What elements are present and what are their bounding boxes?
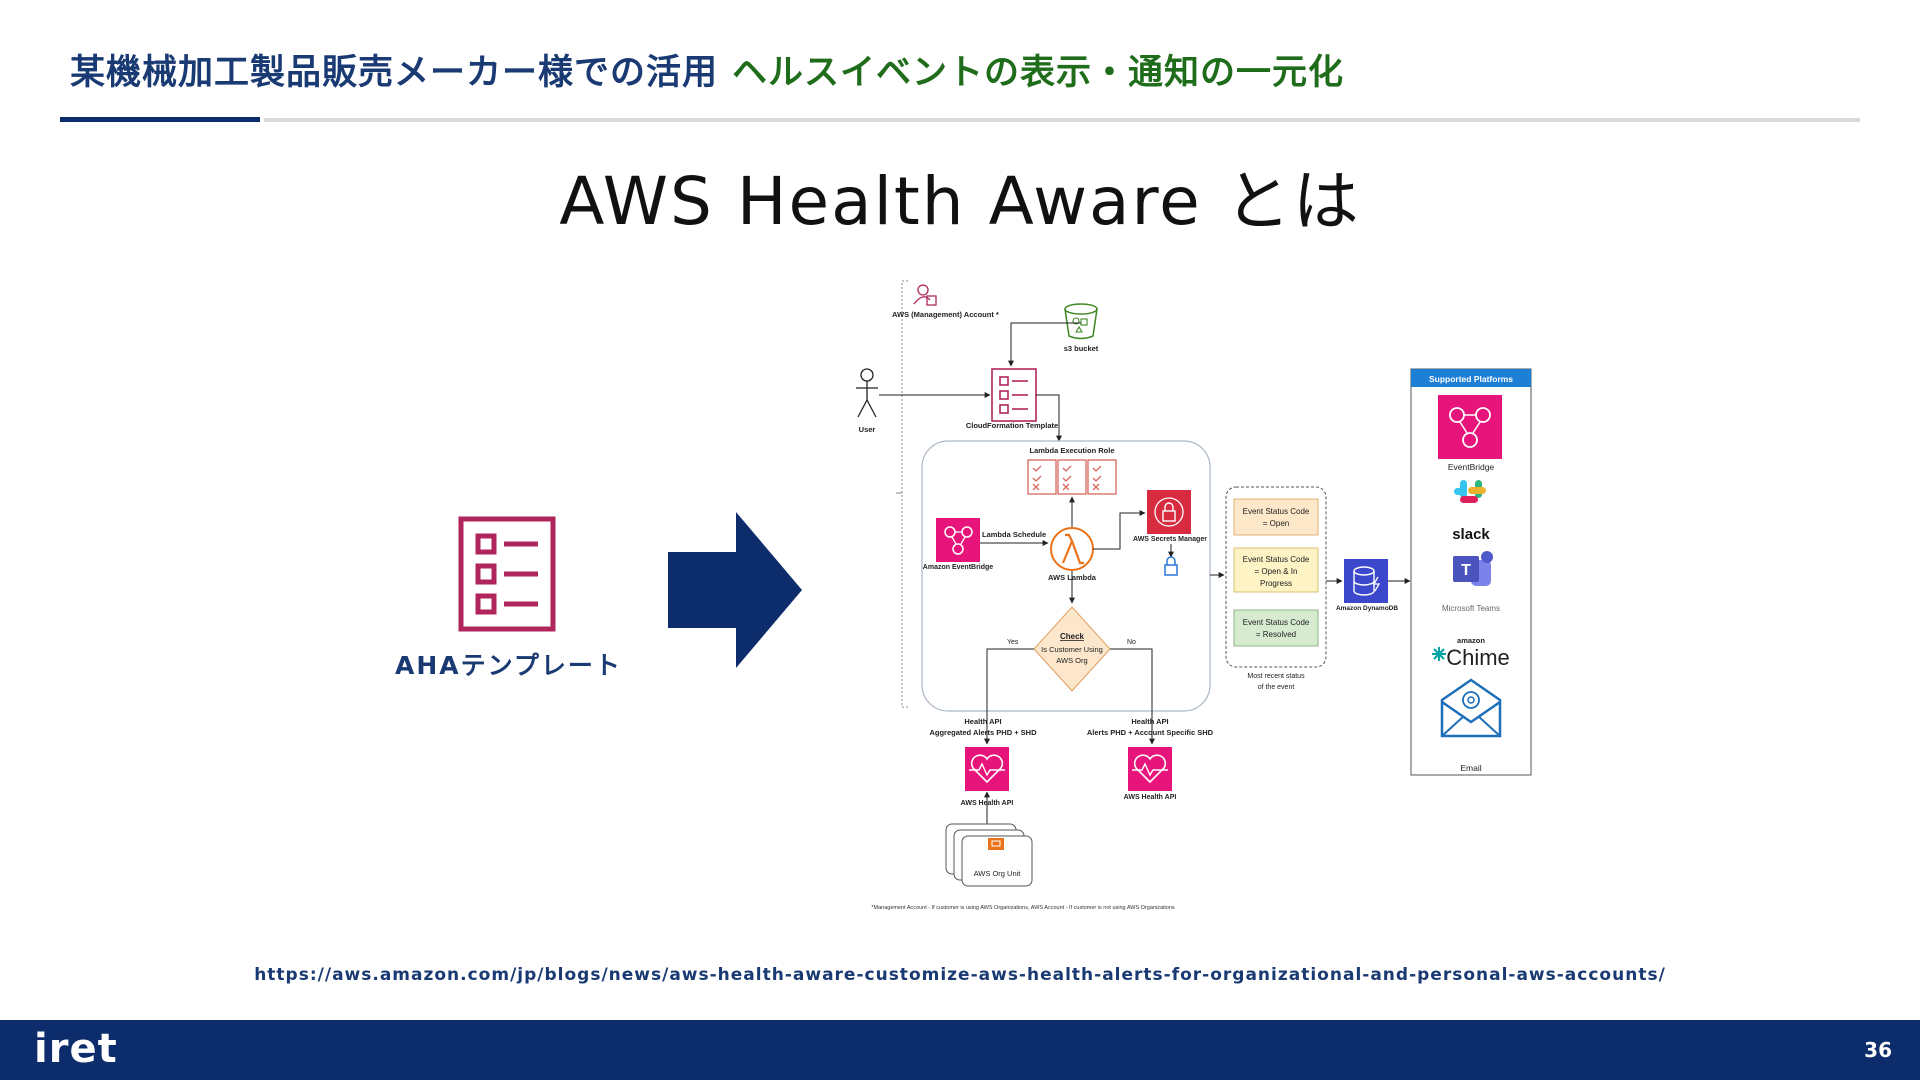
header-title: 某機械加工製品販売メーカー様での活用ヘルスイベントの表示・通知の一元化 (70, 44, 1344, 95)
eventbridge-icon (936, 518, 980, 562)
right-arrow-icon (668, 512, 802, 668)
execution-role-icon (1027, 459, 1117, 495)
health-api-right-2: Alerts PHD + Account Specific SHD (1087, 728, 1214, 737)
no-label: No (1127, 639, 1136, 646)
user-icon (856, 368, 878, 418)
health-api-icon (965, 747, 1009, 791)
platform-email: Email (1460, 763, 1481, 773)
email-icon (1440, 678, 1502, 738)
cloudformation-icon (991, 368, 1037, 422)
dynamodb-icon (1344, 559, 1388, 603)
secrets-label: AWS Secrets Manager (1133, 536, 1207, 543)
eventbridge-label: Amazon EventBridge (923, 564, 994, 571)
teams-icon: T (1453, 551, 1493, 586)
architecture-diagram: AWS (Management) Account * s3 bucket Use… (856, 280, 1532, 911)
platform-teams: Microsoft Teams (1442, 604, 1500, 613)
eventbridge-platform-icon (1438, 395, 1502, 459)
s3-label: s3 bucket (1064, 344, 1099, 353)
svg-text:Event Status Code: Event Status Code (1243, 618, 1310, 627)
svg-text:T: T (1461, 562, 1471, 579)
event-status-group (1225, 486, 1327, 668)
footnote: *Management Account - If customer is usi… (871, 905, 1174, 911)
lambda-schedule-label: Lambda Schedule (982, 530, 1046, 539)
secrets-manager-icon (1147, 490, 1191, 534)
s3-bucket-icon (1064, 303, 1098, 340)
cfn-label: CloudFormation Template (966, 421, 1058, 430)
account-label: AWS (Management) Account * (892, 310, 999, 319)
health-api-right-1: Health API (1131, 717, 1168, 726)
cloudformation-template-icon (458, 516, 556, 632)
iret-logo: iret (34, 1026, 118, 1072)
account-icon (913, 284, 937, 306)
lambda-icon (1050, 527, 1094, 571)
slack-icon (1454, 480, 1486, 503)
lambda-container (921, 440, 1211, 712)
platform-amazon: amazon (1457, 636, 1485, 645)
org-unit-card (961, 835, 1033, 887)
check-diamond (1033, 606, 1111, 692)
lock-icon (1164, 556, 1178, 576)
check-line2: AWS Org (1056, 656, 1087, 665)
role-label: Lambda Execution Role (1029, 446, 1114, 455)
platform-chime: Chime (1446, 645, 1510, 670)
header-title-main: 某機械加工製品販売メーカー様での活用 (70, 53, 719, 93)
status-open (1233, 498, 1319, 536)
account-bracket (901, 280, 908, 708)
header-rule (264, 118, 1860, 122)
status-resolved (1233, 609, 1319, 647)
health-api-icon (1128, 747, 1172, 791)
slide-title: AWS Health Aware とは (559, 163, 1361, 240)
svg-text:Event Status Code: Event Status Code (1243, 555, 1310, 564)
svg-text:= Open & In: = Open & In (1255, 567, 1298, 576)
supported-title: Supported Platforms (1429, 374, 1513, 384)
most-recent-line2: of the event (1258, 684, 1295, 691)
health-api-left-1: Health API (964, 717, 1001, 726)
health-api-left-2: Aggregated Alerts PHD + SHD (929, 728, 1037, 737)
svg-text:= Open: = Open (1263, 519, 1289, 528)
page-number: 36 (1864, 1038, 1892, 1062)
most-recent-line1: Most recent status (1247, 673, 1305, 680)
chime-icon (1432, 647, 1446, 661)
template-label: AHAテンプレート (395, 651, 622, 680)
dynamodb-label: Amazon DynamoDB (1336, 605, 1398, 612)
svg-text:Event Status Code: Event Status Code (1243, 507, 1310, 516)
yes-label: Yes (1007, 639, 1019, 646)
header-rule-accent (60, 117, 260, 122)
svg-text:Progress: Progress (1260, 579, 1292, 588)
platform-slack: slack (1452, 526, 1490, 543)
check-title: Check (1060, 632, 1085, 641)
source-url[interactable]: https://aws.amazon.com/jp/blogs/news/aws… (254, 965, 1666, 985)
platform-eventbridge: EventBridge (1448, 462, 1495, 472)
svg-text:= Resolved: = Resolved (1256, 630, 1296, 639)
health-api-right-label: AWS Health API (1124, 794, 1177, 801)
footer-bar: iret 36 (0, 1020, 1920, 1080)
header-title-sub: ヘルスイベントの表示・通知の一元化 (732, 53, 1345, 93)
org-unit-label: AWS Org Unit (974, 869, 1022, 878)
user-label: User (859, 425, 876, 434)
status-in-progress (1233, 547, 1319, 593)
org-icon (988, 838, 1004, 850)
check-line1: Is Customer Using (1041, 645, 1103, 654)
